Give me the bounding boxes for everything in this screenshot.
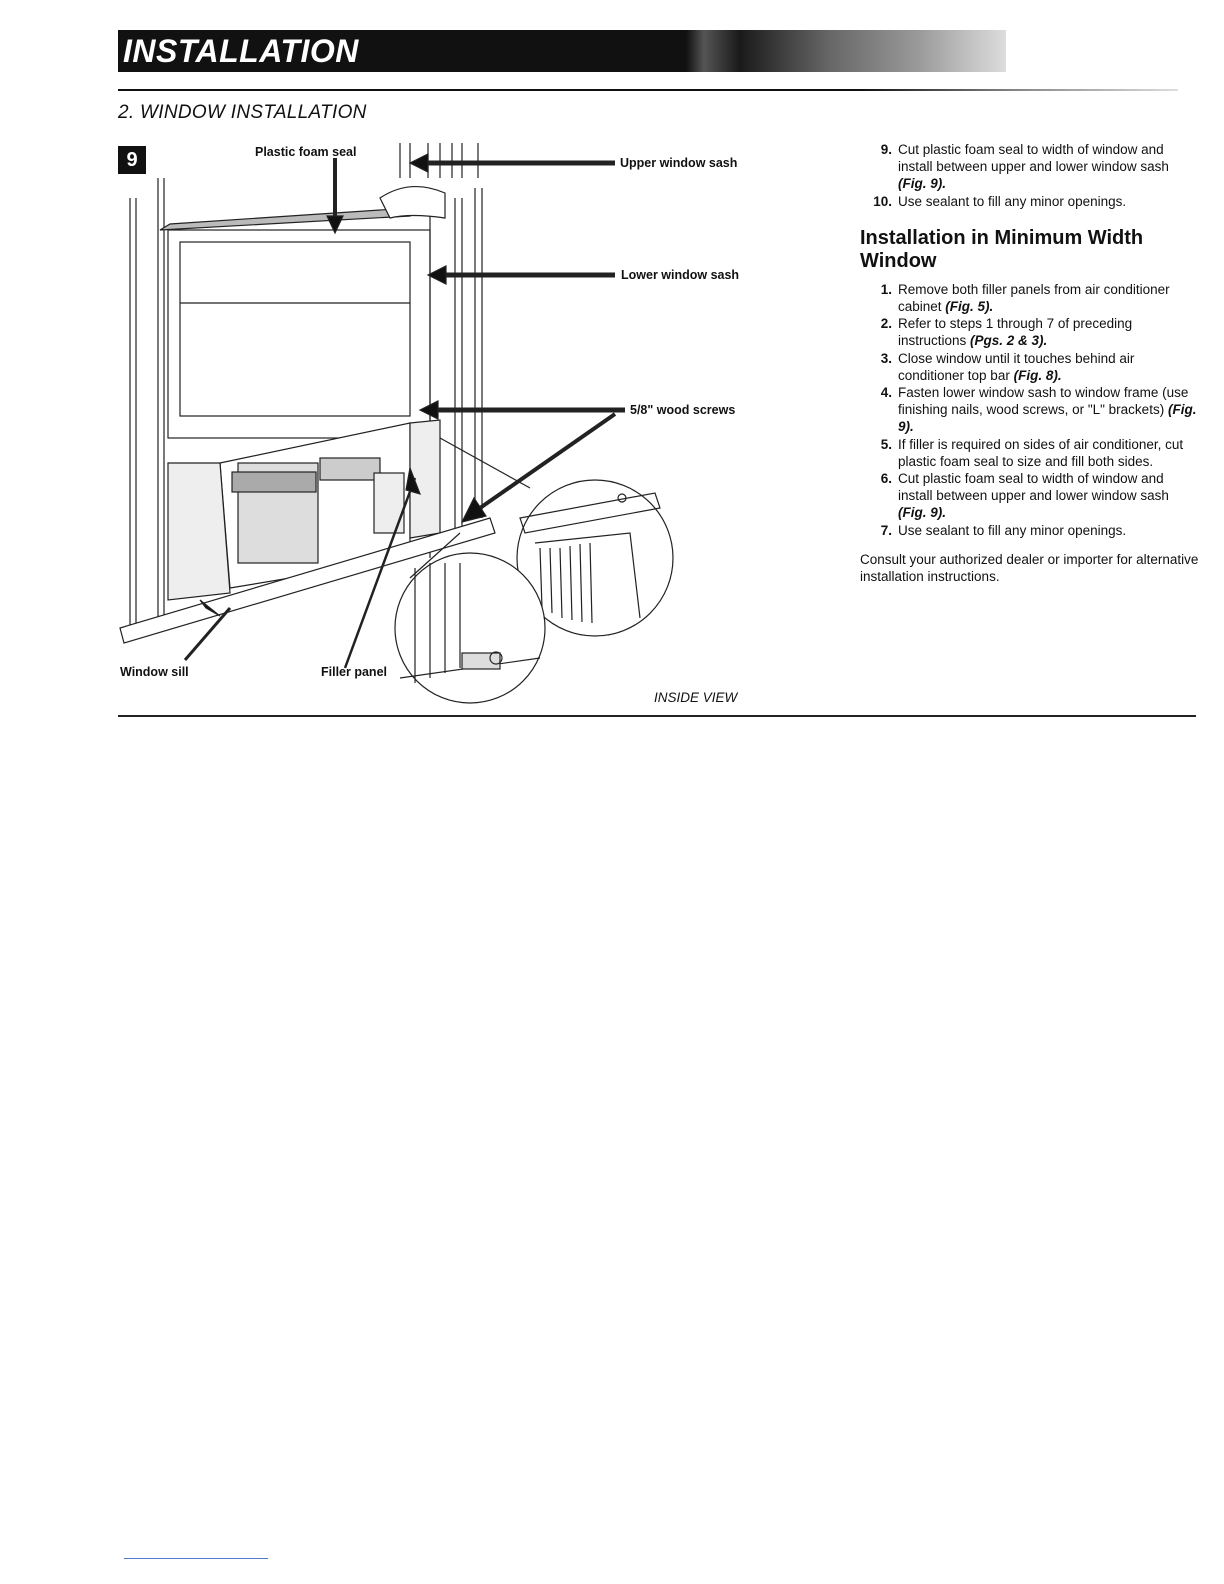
step-item: 1. Remove both filler panels from air co… [860,281,1200,315]
step-item: 2. Refer to steps 1 through 7 of precedi… [860,315,1200,349]
step-item: 3. Close window until it touches behind … [860,350,1200,384]
figure-caption: INSIDE VIEW [654,690,738,705]
step-item: 10. Use sealant to fill any minor openin… [860,193,1200,210]
step-text: Remove both filler panels from air condi… [898,281,1170,315]
step-text: Cut plastic foam seal to width of window… [898,471,1169,521]
callout-lower-window-sash: Lower window sash [621,268,740,282]
header-rule [118,89,1178,91]
figure-reference: (Fig. 9). [898,176,946,192]
step-item: 6. Cut plastic foam seal to width of win… [860,470,1200,522]
step-number: 4. [880,385,892,401]
step-number: 5. [880,436,892,452]
step-text: Close window until it touches behind air… [898,350,1135,383]
step-number: 1. [880,281,892,297]
step-item: 4. Fasten lower window sash to window fr… [860,384,1200,436]
figure-reference: (Fig. 5). [945,299,994,315]
step-number: 2. [880,316,892,332]
section-title: 2. WINDOW INSTALLATION [118,102,367,123]
section-divider [118,715,1196,717]
figure-reference: (Fig. 9). [898,505,946,521]
figure-reference: (Pgs. 2 & 3). [970,333,1048,349]
step-text: If filler is required on sides of air co… [898,436,1184,469]
step-text: Cut plastic foam seal to width of window… [898,142,1169,192]
callout-window-sill: Window sill [120,665,189,679]
callout-plastic-foam-seal: Plastic foam seal [255,145,357,159]
window-installation-illustration [119,143,674,704]
step-text: Use sealant to fill any minor openings. [898,193,1127,209]
callout-wood-screws: 5/8" wood screws [630,403,736,417]
step-number: 3. [880,350,892,366]
figure-reference: (Fig. 8). [1013,367,1062,383]
step-item: 5. If filler is required on sides of air… [860,436,1200,470]
step-item: 9. Cut plastic foam seal to width of win… [860,141,1200,193]
step-item: 7. Use sealant to fill any minor opening… [860,522,1200,539]
step-text: Refer to steps 1 through 7 of preceding … [898,316,1133,349]
dealer-note: Consult your authorized dealer or import… [860,551,1199,585]
step-number: 10. [873,193,892,209]
step-number: 6. [880,471,892,487]
figure-reference: (Fig. 9). [898,402,1197,435]
footer-line [124,1558,268,1559]
step-number: 9. [880,142,892,157]
header-banner [118,30,1006,72]
instructions-column: 9. Cut plastic foam seal to width of win… [860,141,1200,585]
step-text: Use sealant to fill any minor openings. [898,522,1127,538]
subsection-title: Installation in Minimum Width Window [860,226,1144,272]
figure-number-badge: 9 [118,146,146,174]
callout-upper-window-sash: Upper window sash [620,156,738,170]
step-number: 7. [880,522,892,538]
callout-filler-panel: Filler panel [321,665,387,679]
page-title: INSTALLATION [123,33,359,69]
step-text: Fasten lower window sash to window frame… [898,385,1197,435]
